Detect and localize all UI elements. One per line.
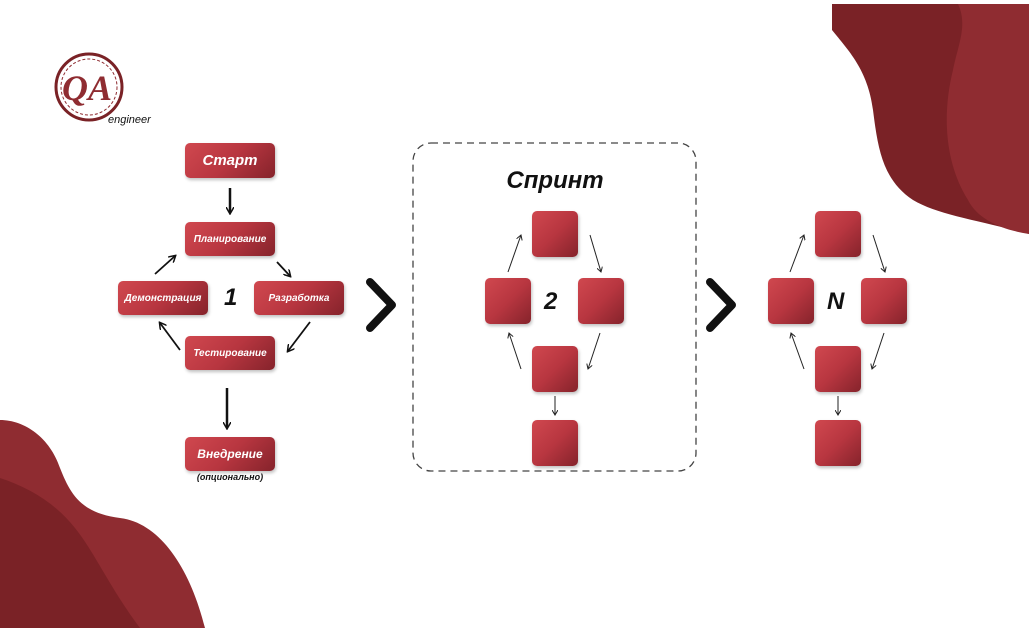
n-box-left [768, 278, 814, 324]
testing-box: Тестирование [185, 336, 275, 370]
sprint-box-deploy [532, 420, 578, 466]
sprint-box-right [578, 278, 624, 324]
start-label: Старт [202, 152, 258, 169]
deploy-note: (опционально) [196, 472, 264, 482]
development-box: Разработка [254, 281, 344, 315]
cycle-number-2: 2 [544, 288, 558, 315]
n-box-bottom [815, 346, 861, 392]
start-box: Старт [185, 143, 275, 178]
arrow-planning-to-development [276, 261, 290, 276]
decorative-blob-top-right [832, 4, 1029, 234]
planning-box: Планирование [185, 222, 275, 256]
logo-text: QA [62, 68, 112, 108]
qa-engineer-logo: QA engineer [54, 52, 152, 126]
sprint-box-bottom [532, 346, 578, 392]
testing-label: Тестирование [193, 347, 267, 359]
planning-label: Планирование [193, 233, 267, 245]
sprint-box-top [532, 211, 578, 257]
logo-subtitle: engineer [108, 114, 152, 126]
arrow-demo-to-planning [154, 256, 175, 275]
sprint-title: Спринт [506, 167, 604, 194]
demo-box: Демонстрация [118, 281, 208, 315]
n-box-top [815, 211, 861, 257]
arrow-development-to-testing [288, 321, 311, 351]
demo-label: Демонстрация [124, 292, 202, 304]
sprint-frame [412, 142, 697, 472]
cycle-number-n: N [827, 288, 845, 315]
chevron-right-icon [366, 278, 396, 332]
deploy-box: Внедрение [185, 437, 275, 471]
n-box-right [861, 278, 907, 324]
arrow-testing-to-demo [160, 323, 181, 351]
deploy-label: Внедрение [197, 447, 263, 461]
chevron-right-icon [706, 278, 736, 332]
decorative-blob-bottom-left [0, 420, 205, 628]
cycle-number-1: 1 [224, 284, 238, 311]
sprint-box-left [485, 278, 531, 324]
n-box-deploy [815, 420, 861, 466]
development-label: Разработка [268, 292, 330, 304]
